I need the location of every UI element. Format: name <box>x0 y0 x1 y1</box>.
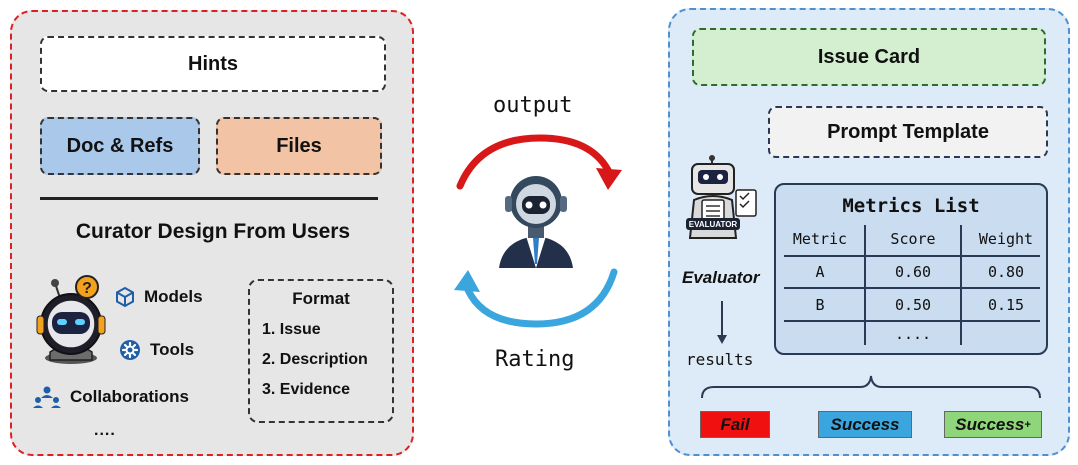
table-row-divider <box>784 255 1040 257</box>
format-item-description: 2. Description <box>262 351 368 368</box>
evaluator-robot-icon: EVALUATOR <box>686 155 757 239</box>
results-label: results <box>686 350 754 369</box>
table-cell: B <box>815 296 825 314</box>
agent-avatar-icon <box>499 176 573 268</box>
collaborations-label: Collaborations <box>70 387 190 406</box>
blue-cycle-arrow-icon <box>454 268 618 328</box>
models-label: Models <box>144 287 203 306</box>
cube-icon <box>116 286 134 308</box>
table-cell: A <box>815 263 825 281</box>
success-plus-badge: Success+ <box>944 411 1042 438</box>
metrics-list-panel: Metrics List Metric Score Weight A 0.60 … <box>774 183 1048 355</box>
evaluator-badge-text: EVALUATOR <box>689 220 738 229</box>
curly-brace-icon <box>701 375 1041 399</box>
format-box: Format 1. Issue 2. Description 3. Eviden… <box>248 279 394 423</box>
red-cycle-arrow-icon <box>456 134 622 190</box>
prompt-template-box: Prompt Template <box>768 106 1048 158</box>
tools-feature: Tools <box>118 338 194 362</box>
hints-box: Hints <box>40 36 386 92</box>
success-plus-superscript: + <box>1024 418 1031 431</box>
people-network-icon <box>33 386 61 408</box>
curator-design-title: Curator Design From Users <box>75 220 351 243</box>
models-feature: Models <box>114 286 203 308</box>
svg-text:?: ? <box>82 280 92 297</box>
table-cell: 0.80 <box>987 263 1025 281</box>
evaluator-label: Evaluator <box>682 268 760 287</box>
rating-label: Rating <box>495 347 575 372</box>
success-plus-label: Success <box>955 414 1025 434</box>
curator-robot-icon <box>36 279 106 364</box>
metric-header: Metric <box>792 230 848 248</box>
tools-label: Tools <box>150 340 195 359</box>
format-item-evidence: 3. Evidence <box>262 381 351 398</box>
table-ellipsis: .... <box>894 325 932 343</box>
question-badge-icon: ? <box>75 275 99 299</box>
gear-icon <box>120 340 140 360</box>
collaborations-feature: Collaborations <box>32 385 189 409</box>
fail-badge: Fail <box>700 411 770 438</box>
table-cell: 0.50 <box>894 296 932 314</box>
table-row-divider <box>784 320 1040 322</box>
success-badge: Success <box>818 411 912 438</box>
metrics-list-title: Metrics List <box>842 195 980 217</box>
issue-card-box: Issue Card <box>692 28 1046 86</box>
section-divider <box>40 197 378 200</box>
files-box: Files <box>216 117 382 175</box>
down-arrow-icon <box>717 301 727 344</box>
output-label: output <box>493 93 573 118</box>
table-cell: 0.60 <box>894 263 932 281</box>
weight-header: Weight <box>978 230 1034 248</box>
format-item-issue: 1. Issue <box>262 321 321 338</box>
more-ellipsis: .... <box>94 422 116 439</box>
table-cell: 0.15 <box>987 296 1025 314</box>
score-header: Score <box>890 230 936 248</box>
format-title: Format <box>292 289 350 308</box>
table-row-divider <box>784 287 1040 289</box>
doc-refs-box: Doc & Refs <box>40 117 200 175</box>
table-column-divider <box>960 225 962 345</box>
table-column-divider <box>864 225 866 345</box>
